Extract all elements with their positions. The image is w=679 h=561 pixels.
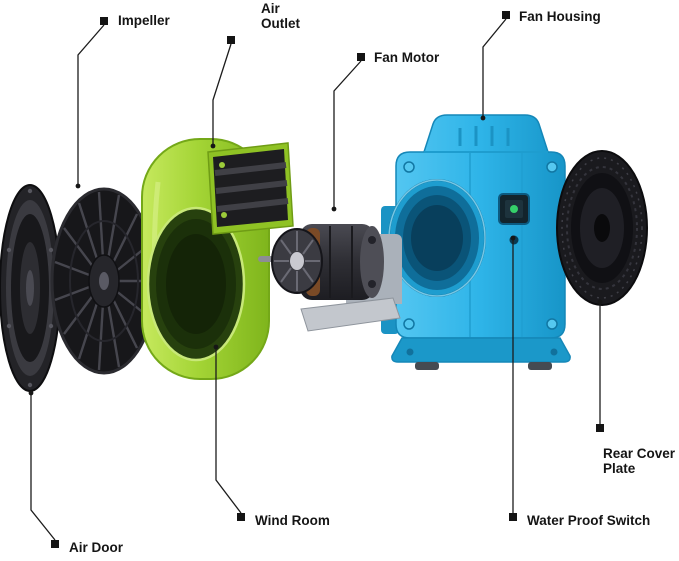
air-door-bolts (6, 188, 54, 388)
label-impeller: Impeller (118, 13, 170, 28)
label-fan-housing-text: Fan Housing (519, 9, 601, 24)
label-water-proof-switch: Water Proof Switch (527, 513, 650, 528)
label-fan-motor-text: Fan Motor (374, 50, 440, 65)
air-outlet-slats (214, 162, 289, 212)
label-air-door-text: Air Door (69, 540, 123, 555)
waterproof-switch-part (498, 193, 530, 245)
wind-room-opening (146, 206, 246, 362)
label-fan-housing: Fan Housing (519, 9, 601, 24)
fan-housing-vents (458, 126, 510, 146)
leader-end-dots (28, 115, 603, 396)
label-impeller-text: Impeller (118, 13, 170, 28)
leader-air-door (30, 393, 56, 541)
wind-room-part (141, 138, 270, 380)
label-water-proof-switch-text: Water Proof Switch (527, 513, 651, 528)
label-air-outlet-line1: Air (261, 1, 280, 16)
label-rear-cover-plate: Rear Cover Plate (603, 446, 675, 476)
leader-wind-room (215, 347, 242, 514)
impeller-part (50, 187, 158, 375)
fan-housing-screws (403, 161, 558, 330)
leader-impeller (77, 24, 105, 186)
label-wind-room: Wind Room (255, 513, 330, 528)
leader-air-outlet (212, 43, 232, 146)
label-rear-cover-plate-line2: Plate (603, 461, 636, 476)
leader-fan-housing (482, 18, 507, 118)
leader-lines (30, 18, 601, 541)
label-air-door: Air Door (69, 540, 123, 555)
leader-fan-motor (333, 60, 362, 209)
label-rear-cover-plate-line1: Rear Cover (603, 446, 676, 461)
leader-bullets (51, 11, 604, 548)
air-door-part (0, 184, 61, 392)
rear-cover-plate-part (556, 150, 648, 306)
fan-housing-part (381, 114, 571, 370)
fan-motor-part (258, 224, 402, 332)
label-air-outlet: Air Outlet (261, 1, 300, 31)
fan-motor-front-ribs (274, 231, 320, 291)
air-outlet-part (207, 142, 294, 235)
label-air-outlet-line2: Outlet (261, 16, 300, 31)
label-wind-room-text: Wind Room (255, 513, 330, 528)
fan-housing-opening (388, 179, 486, 297)
label-fan-motor: Fan Motor (374, 50, 439, 65)
